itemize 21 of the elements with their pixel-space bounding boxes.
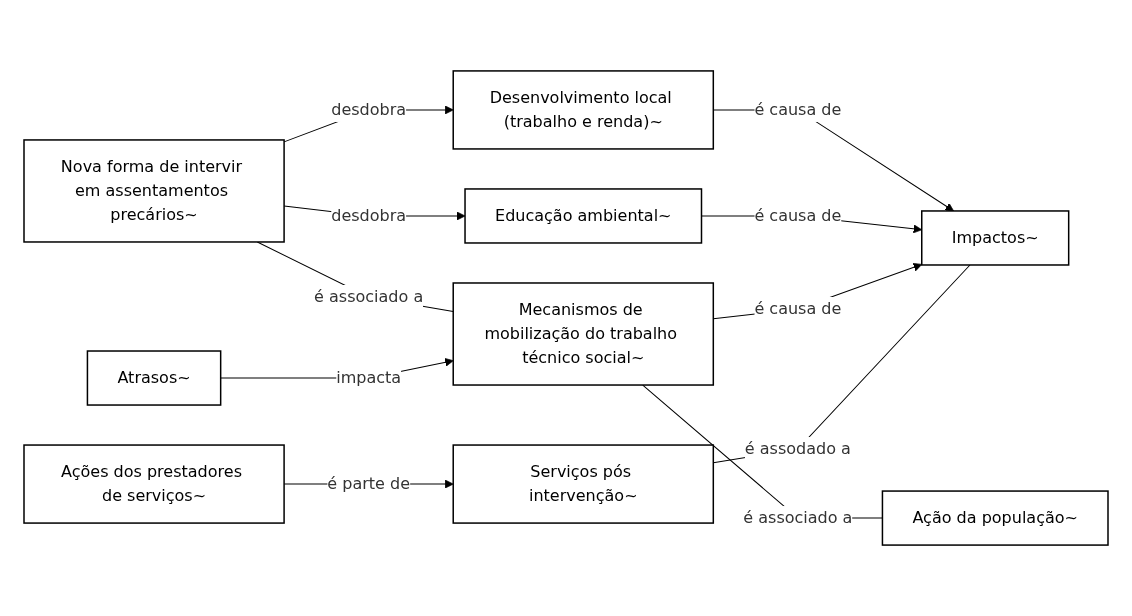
node-box: Nova forma de intervir em assentamentos precários~ (23, 139, 285, 243)
edge-label: é causa de (754, 205, 842, 225)
connector (256, 241, 454, 313)
node-box: Ações dos prestadores de serviços~ (23, 444, 285, 524)
edge-label: desdobra (331, 99, 407, 119)
edge-label: é causa de (754, 99, 842, 119)
connector (642, 384, 883, 519)
node-box: Serviços pós intervenção~ (452, 444, 715, 524)
node-box: Ação da população~ (881, 490, 1109, 546)
edge-label: é parte de (327, 474, 410, 494)
edge-label: desdobra (331, 205, 407, 225)
node-box: Educação ambiental~ (464, 188, 703, 244)
edge-label: é causa de (754, 299, 842, 318)
edge-label: é assodado a (744, 439, 851, 459)
node-box: Atrasos~ (86, 350, 222, 406)
node-box: Impactos~ (921, 210, 1070, 266)
node-box: Mecanismos de mobilização do trabalho técnico social~ (452, 282, 715, 386)
edge-label: é associado a (743, 508, 853, 528)
node-box: Desenvolvimento local (trabalho e renda)~ (452, 70, 715, 150)
edge-label: impacta (336, 368, 402, 388)
edge-label: é associado a (314, 286, 424, 306)
